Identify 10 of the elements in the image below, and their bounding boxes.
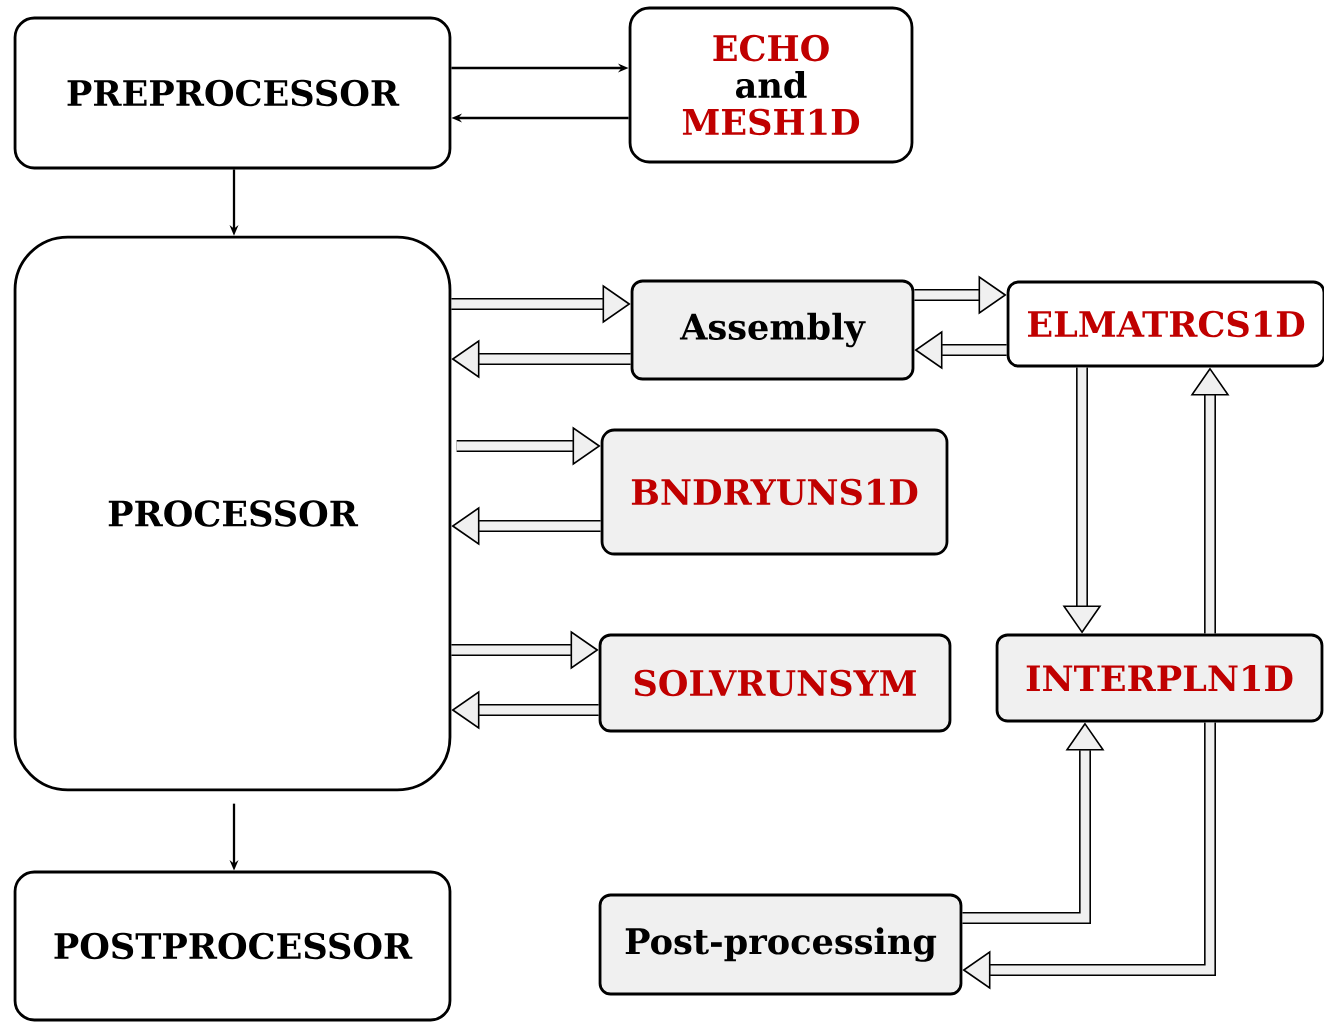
- module-box: ELMATRCS1D: [1006, 280, 1324, 368]
- module-box: ECHO and MESH1D: [628, 6, 914, 164]
- process-box: PREPROCESSOR: [13, 16, 452, 170]
- module-box: Assembly: [630, 279, 915, 381]
- module-box: SOLVRUNSYM: [598, 633, 952, 733]
- process-box: POSTPROCESSOR: [13, 870, 452, 1022]
- module-box: INTERPLN1D: [995, 633, 1324, 723]
- process-box: PROCESSOR: [13, 235, 452, 792]
- module-box: BNDRYUNS1D: [600, 428, 949, 556]
- module-box: Post-processing: [598, 893, 963, 996]
